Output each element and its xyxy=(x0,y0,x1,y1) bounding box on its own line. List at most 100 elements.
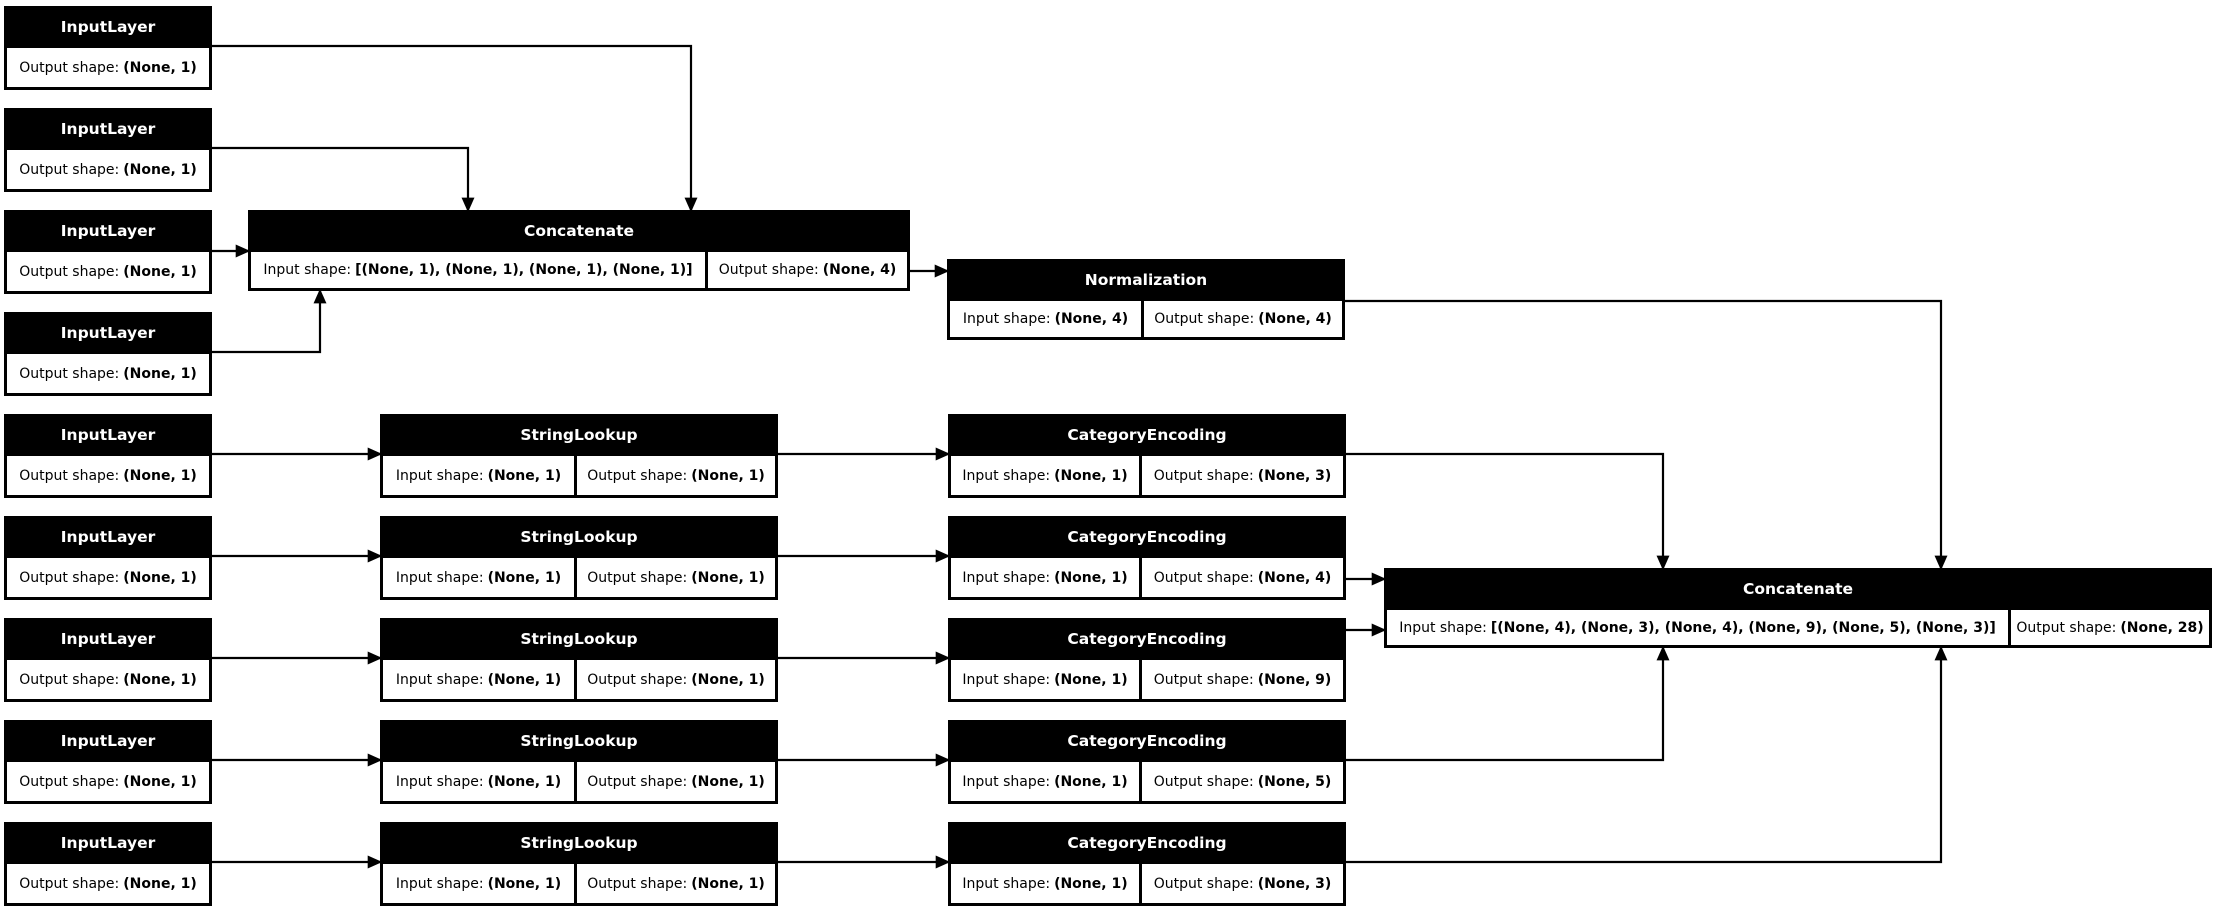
shape-label: Input shape: xyxy=(395,773,484,790)
layer-type-title: Normalization xyxy=(1084,271,1208,289)
layer-type-title: StringLookup xyxy=(520,630,638,648)
layer-shape-row: Input shape:(None, 1)Output shape:(None,… xyxy=(383,864,775,903)
shape-cell: Output shape:(None, 9) xyxy=(1142,660,1343,699)
shape-value: (None, 1) xyxy=(691,773,765,790)
layer-shape-row: Input shape:(None, 1) Output shape:(None,… xyxy=(951,762,1343,801)
shape-label: Output shape: xyxy=(2016,619,2117,636)
layer-shape-row: Output shape:(None, 1) xyxy=(7,864,209,903)
layer-type-title: CategoryEncoding xyxy=(1067,630,1227,648)
edge-categoryencoding-4-to-concatenate-2 xyxy=(1346,645,1670,762)
shape-label: Output shape: xyxy=(19,671,120,688)
layer-shape-row: Input shape:(None, 1)Output shape:(None,… xyxy=(383,660,775,699)
layer-type-title: InputLayer xyxy=(60,528,156,546)
layer-type-title: CategoryEncoding xyxy=(1067,528,1227,546)
layer-shape-row: Input shape:[(None, 4), (None, 3), (None… xyxy=(1387,610,2209,645)
shape-label: Output shape: xyxy=(1153,875,1254,892)
layer-type-title: InputLayer xyxy=(60,732,156,750)
shape-value: (None, 1) xyxy=(1054,773,1128,790)
layer-type-title: InputLayer xyxy=(60,834,156,852)
shape-label: Output shape: xyxy=(587,569,688,586)
shape-label: Input shape: xyxy=(962,875,1051,892)
shape-value: (None, 1) xyxy=(487,671,562,688)
shape-value: (None, 28) xyxy=(2120,619,2204,636)
layer-shape-row: Input shape:(None, 1) Output shape:(None,… xyxy=(383,558,775,597)
shape-value: (None, 1) xyxy=(487,773,562,790)
shape-value: (None, 1) xyxy=(1054,569,1128,586)
shape-label: Input shape: xyxy=(395,875,484,892)
shape-value: (None, 1) xyxy=(123,773,197,790)
shape-cell: Input shape:(None, 1) xyxy=(951,558,1139,597)
layer-shape-row: Output shape:(None, 1) xyxy=(7,150,209,189)
shape-value: (None, 1) xyxy=(1054,467,1128,484)
shape-label: Output shape: xyxy=(587,467,688,484)
layer-type-title: Concatenate xyxy=(523,222,635,240)
shape-value: (None, 1) xyxy=(123,671,197,688)
layer-type-title: InputLayer xyxy=(60,630,156,648)
shape-label: Output shape: xyxy=(1154,311,1255,327)
layer-shape-row: Input shape:(None, 1)Output shape:(None,… xyxy=(951,558,1343,597)
shape-cell: Input shape:(None, 1) xyxy=(383,558,574,597)
layer-type-title: InputLayer xyxy=(60,222,156,240)
layer-type-title: CategoryEncoding xyxy=(1067,834,1227,852)
layer-type-title: InputLayer xyxy=(60,120,156,138)
layer-type-title: InputLayer xyxy=(60,18,156,36)
shape-cell: Input shape:[(None, 1), (None, 1), (None… xyxy=(251,252,705,288)
shape-value: (None, 1) xyxy=(691,875,765,892)
shape-label: Input shape: xyxy=(962,671,1051,688)
shape-label: Output shape: xyxy=(19,569,120,586)
shape-label: Output shape: xyxy=(19,773,120,790)
shape-label: Output shape: xyxy=(19,467,120,484)
shape-cell: Output shape:(None, 1) xyxy=(577,456,775,495)
shape-label: Output shape: xyxy=(19,161,120,178)
shape-value: (None, 1) xyxy=(123,59,197,76)
shape-value: (None, 1) xyxy=(691,569,765,586)
shape-value: (None, 4) xyxy=(1257,569,1332,586)
shape-cell: Output shape:(None, 5) xyxy=(1142,762,1343,801)
layer-type-title: CategoryEncoding xyxy=(1067,732,1227,750)
shape-value: [(None, 4), (None, 3), (None, 4), (None,… xyxy=(1490,619,1996,636)
shape-value: (None, 3) xyxy=(1257,875,1332,892)
shape-value: (None, 1) xyxy=(1054,875,1128,892)
edge-categoryencoding-1-to-concatenate-2 xyxy=(1346,452,1670,571)
shape-value: (None, 1) xyxy=(123,467,197,484)
shape-cell: Output shape:(None, 1) xyxy=(7,558,209,597)
layer-shape-row: Output shape:(None, 1) xyxy=(7,762,209,801)
shape-label: Input shape: xyxy=(263,262,352,278)
shape-value: (None, 4) xyxy=(1258,311,1332,327)
shape-value: (None, 4) xyxy=(822,262,897,278)
edge-inputlayer-4-to-concatenate-1 xyxy=(212,288,327,354)
shape-value: (None, 1) xyxy=(123,365,197,382)
shape-value: (None, 4) xyxy=(1054,311,1129,327)
shape-value: (None, 1) xyxy=(123,161,197,178)
shape-cell: Output shape:(None, 1) xyxy=(577,660,775,699)
shape-label: Input shape: xyxy=(962,569,1051,586)
layer-type-title: InputLayer xyxy=(60,324,156,342)
shape-value: (None, 1) xyxy=(487,467,562,484)
layer-type-title: CategoryEncoding xyxy=(1067,426,1227,444)
shape-cell: Output shape:(None, 1) xyxy=(7,48,209,87)
shape-label: Output shape: xyxy=(1153,671,1254,688)
shape-cell: Output shape:(None, 1) xyxy=(7,456,209,495)
shape-value: (None, 1) xyxy=(1054,671,1128,688)
layer-shape-row: Output shape:(None, 1) xyxy=(7,456,209,495)
layer-type-title: StringLookup xyxy=(520,426,638,444)
shape-value: [(None, 1), (None, 1), (None, 1), (None,… xyxy=(355,262,693,278)
shape-label: Input shape: xyxy=(395,467,484,484)
shape-cell: Input shape:(None, 1) xyxy=(951,660,1139,699)
shape-cell: Output shape:(None, 1) xyxy=(7,660,209,699)
shape-cell: Output shape:(None, 1) xyxy=(7,252,209,291)
shape-label: Input shape: xyxy=(962,773,1051,790)
shape-label: Output shape: xyxy=(1153,569,1254,586)
